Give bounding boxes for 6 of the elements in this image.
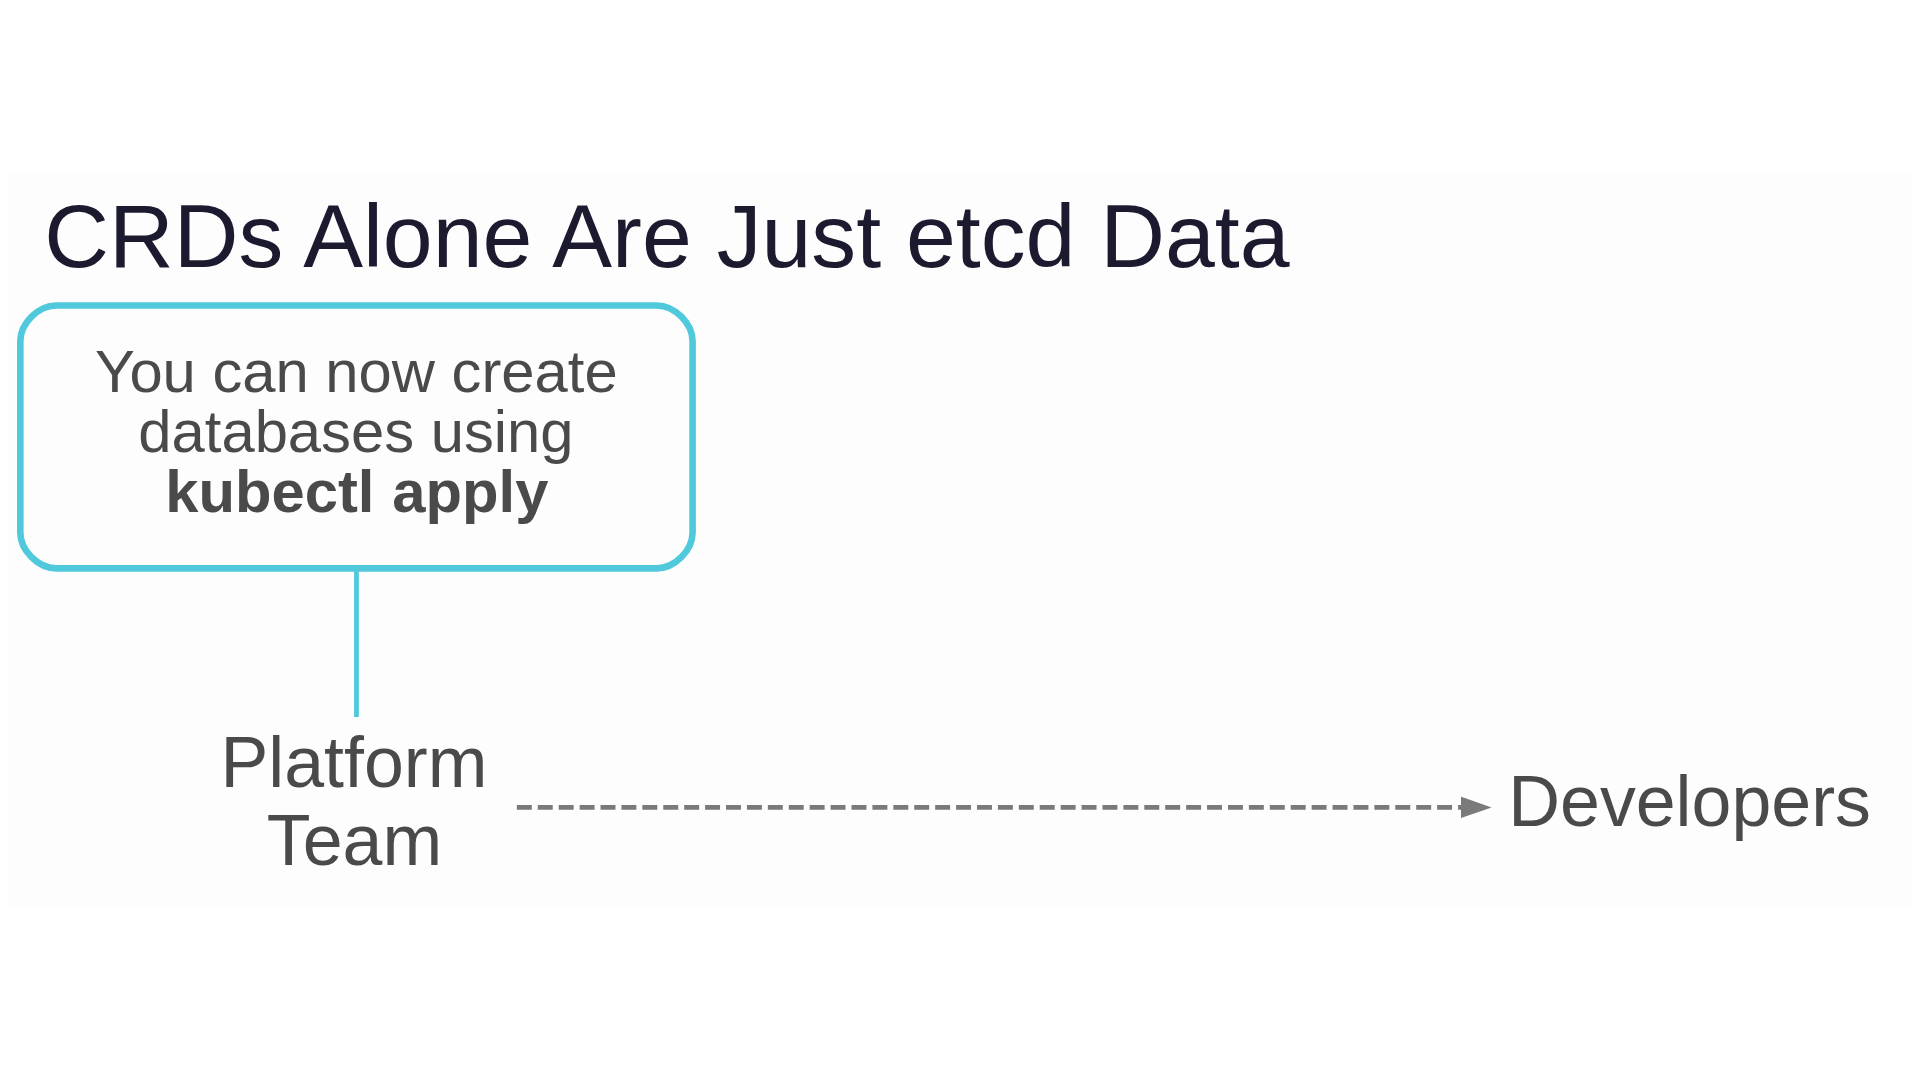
arrow (516, 796, 1492, 819)
diagram-title: CRDs Alone Are Just etcd Data (44, 185, 1290, 286)
connector (354, 568, 359, 718)
node-text: Developers (1508, 760, 1871, 841)
node-text: Platform Team (220, 722, 488, 880)
node-box: You can now create databases using kubectl apply (17, 302, 696, 572)
